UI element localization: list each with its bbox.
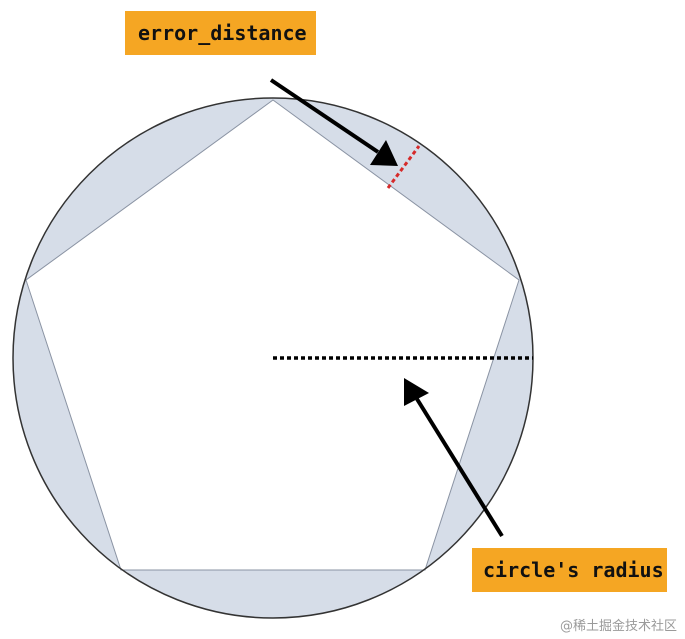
radius-arrow <box>415 397 504 538</box>
error-distance-arrowhead <box>370 140 398 166</box>
inscribed-pentagon <box>25 99 520 571</box>
error-distance-text: error_distance <box>138 21 307 45</box>
circle-radius-label: circle's radius <box>472 548 667 592</box>
circle-radius-text: circle's radius <box>483 558 664 582</box>
error-distance-label: error_distance <box>125 11 316 55</box>
radius-arrowhead <box>404 378 429 406</box>
error-distance-arrow <box>269 78 380 154</box>
error-distance-marker <box>386 145 421 189</box>
watermark: @稀土掘金技术社区 <box>559 619 677 634</box>
